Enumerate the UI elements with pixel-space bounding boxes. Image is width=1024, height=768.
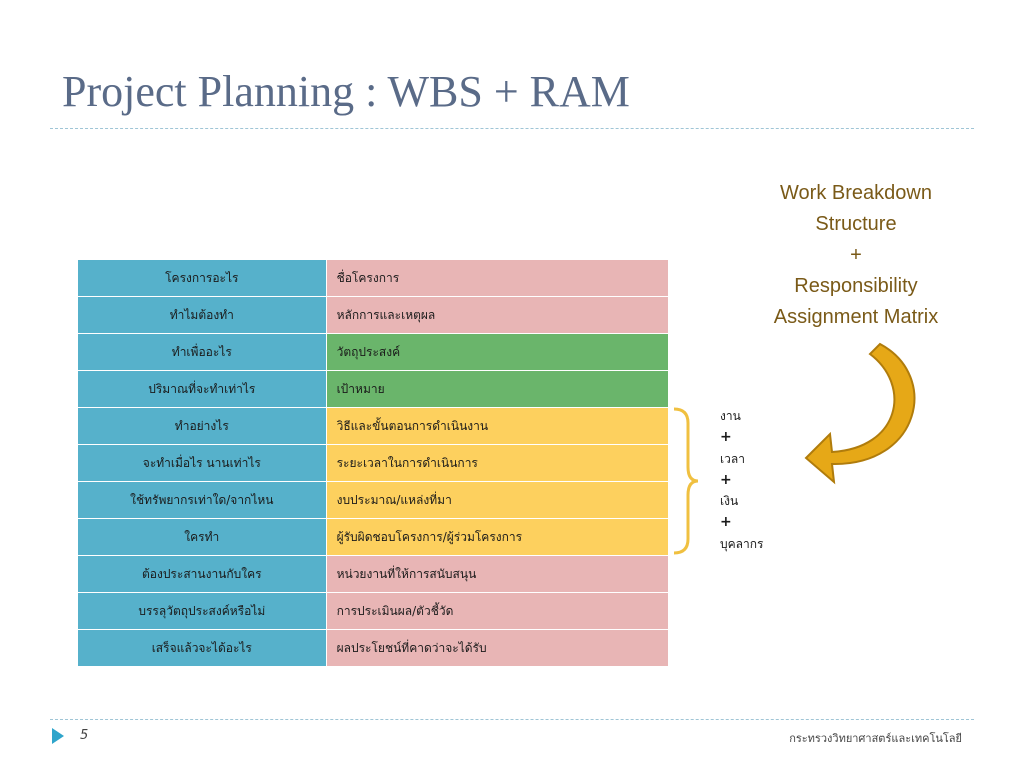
table-row: เสร็จแล้วจะได้อะไรผลประโยชน์ที่คาดว่าจะไ… <box>77 629 670 667</box>
table-row: ใครทำผู้รับผิดชอบโครงการ/ผู้ร่วมโครงการ <box>77 518 670 556</box>
answer-cell: วิธีและขั้นตอนการดำเนินงาน <box>325 407 670 445</box>
table-row: ทำไมต้องทำหลักการและเหตุผล <box>77 296 670 334</box>
curved-arrow-icon <box>804 342 916 485</box>
question-cell: ใครทำ <box>77 518 327 556</box>
plus-sign: + <box>720 471 732 488</box>
resource-item: เงิน <box>720 494 739 509</box>
ram-table-body: โครงการอะไรชื่อโครงการทำไมต้องทำหลักการแ… <box>77 259 670 667</box>
table-row: ทำอย่างไรวิธีและขั้นตอนการดำเนินงาน <box>77 407 670 445</box>
plus-sign: + <box>720 429 732 446</box>
table-row: โครงการอะไรชื่อโครงการ <box>77 259 670 297</box>
table-row: ทำเพื่ออะไรวัตถุประสงค์ <box>77 333 670 371</box>
answer-cell: หลักการและเหตุผล <box>325 296 670 334</box>
title-divider <box>50 128 974 129</box>
answer-cell: ผู้รับผิดชอบโครงการ/ผู้ร่วมโครงการ <box>325 518 670 556</box>
question-cell: ทำเพื่ออะไร <box>77 333 327 371</box>
question-cell: เสร็จแล้วจะได้อะไร <box>77 629 327 667</box>
table-row: ต้องประสานงานกับใครหน่วยงานที่ให้การสนับ… <box>77 555 670 593</box>
ram-table: โครงการอะไรชื่อโครงการทำไมต้องทำหลักการแ… <box>77 259 670 667</box>
question-cell: ใช้ทรัพยากรเท่าใด/จากไหน <box>77 481 327 519</box>
answer-cell: ระยะเวลาในการดำเนินการ <box>325 444 670 482</box>
answer-cell: หน่วยงานที่ให้การสนับสนุน <box>325 555 670 593</box>
question-cell: ทำอย่างไร <box>77 407 327 445</box>
answer-cell: งบประมาณ/แหล่งที่มา <box>325 481 670 519</box>
triangle-bullet-icon <box>52 728 64 744</box>
question-cell: โครงการอะไร <box>77 259 327 297</box>
question-cell: ต้องประสานงานกับใคร <box>77 555 327 593</box>
resource-item: เวลา <box>720 451 745 466</box>
note-line-1: Work Breakdown <box>780 182 932 204</box>
question-cell: บรรลุวัตถุประสงค์หรือไม่ <box>77 592 327 630</box>
right-brace-icon <box>673 407 699 555</box>
table-row: จะทำเมื่อไร นานเท่าไรระยะเวลาในการดำเนิน… <box>77 444 670 482</box>
question-cell: ปริมาณที่จะทำเท่าไร <box>77 370 327 408</box>
page-number: 5 <box>80 728 89 743</box>
note-line-3: Responsibility <box>794 275 918 297</box>
wbs-ram-note: Work Breakdown Structure + Responsibilit… <box>748 178 964 333</box>
note-line-4: Assignment Matrix <box>773 306 939 328</box>
answer-cell: ผลประโยชน์ที่คาดว่าจะได้รับ <box>325 629 670 667</box>
table-row: ปริมาณที่จะทำเท่าไรเป้าหมาย <box>77 370 670 408</box>
resource-list: งาน + เวลา + เงิน + บุคลากร <box>720 406 763 555</box>
answer-cell: การประเมินผล/ตัวชี้วัด <box>325 592 670 630</box>
note-plus: + <box>850 244 862 266</box>
table-row: บรรลุวัตถุประสงค์หรือไม่การประเมินผล/ตัว… <box>77 592 670 630</box>
organization-name: กระทรวงวิทยาศาสตร์และเทคโนโลยี <box>789 732 962 745</box>
footer-divider <box>50 719 974 720</box>
resource-item: งาน <box>720 409 741 423</box>
slide-title: Project Planning : WBS + RAM <box>62 67 630 116</box>
answer-cell: วัตถุประสงค์ <box>325 333 670 371</box>
answer-cell: ชื่อโครงการ <box>325 259 670 297</box>
table-row: ใช้ทรัพยากรเท่าใด/จากไหนงบประมาณ/แหล่งที… <box>77 481 670 519</box>
answer-cell: เป้าหมาย <box>325 370 670 408</box>
resource-item: บุคลากร <box>720 536 764 551</box>
note-line-2: Structure <box>815 213 897 235</box>
question-cell: จะทำเมื่อไร นานเท่าไร <box>77 444 327 482</box>
plus-sign: + <box>720 514 732 531</box>
question-cell: ทำไมต้องทำ <box>77 296 327 334</box>
